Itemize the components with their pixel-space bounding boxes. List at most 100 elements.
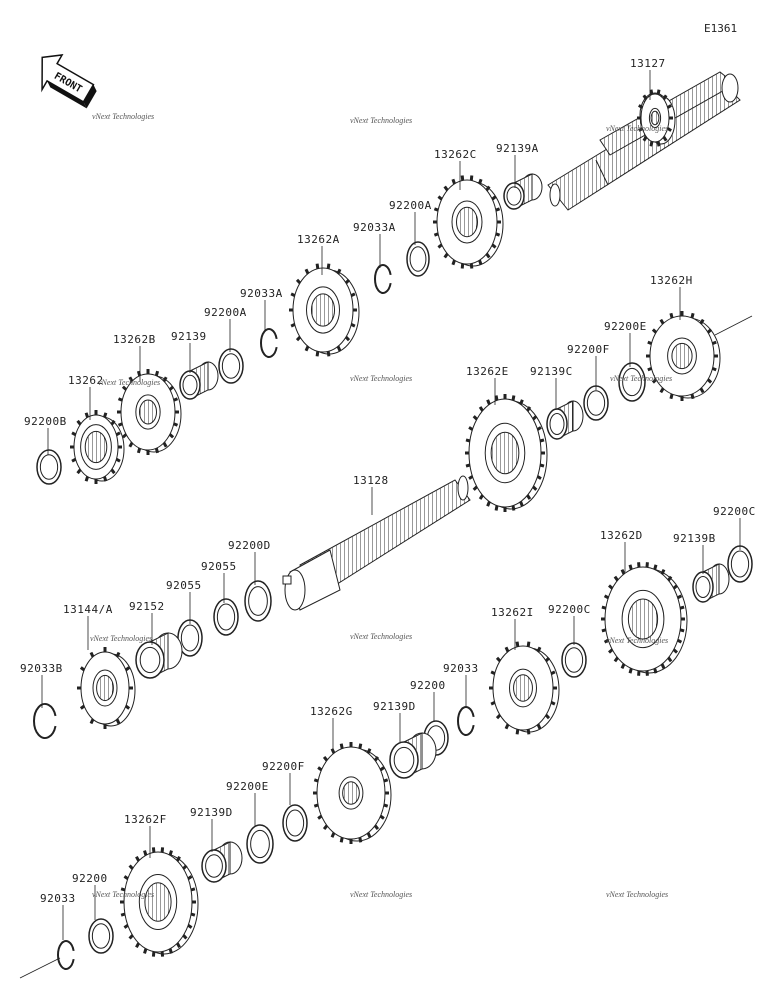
part-label-92055a: 92055 — [201, 560, 237, 573]
gear-teeth — [637, 89, 673, 147]
bearing-bore — [182, 374, 198, 396]
part-label-92139D: 92139D — [373, 700, 416, 713]
washer-inner — [216, 603, 236, 631]
washer-inner — [39, 454, 59, 480]
washer-inner — [91, 923, 111, 949]
gear-spline — [144, 882, 172, 922]
part-label-13127: 13127 — [630, 57, 666, 70]
circlip-ring — [33, 703, 57, 739]
main-shaft-13127 — [547, 71, 741, 211]
circlip-92033-b — [57, 940, 75, 970]
part-label-92152: 92152 — [129, 600, 165, 613]
part-label-92055b: 92055 — [166, 579, 202, 592]
bearing-bore — [506, 186, 522, 206]
washer-92200C-top — [727, 545, 753, 583]
washer-92200A — [218, 348, 244, 384]
watermark: vNext Technologies — [350, 632, 413, 641]
washer-inner — [285, 809, 305, 837]
circlip-92033A — [260, 328, 278, 358]
washer-inner — [409, 246, 427, 272]
washer-92200B — [36, 449, 62, 485]
gear-teeth — [117, 369, 179, 455]
gear-teeth — [77, 647, 133, 729]
part-label-92139A: 92139A — [496, 142, 539, 155]
leader-lines — [41, 70, 741, 940]
gear-spline — [96, 674, 114, 702]
circlip-92033A-top — [374, 264, 392, 294]
guide-line-top — [714, 315, 753, 336]
gear-spline — [138, 399, 158, 425]
gear-13262E — [465, 394, 548, 512]
washer-92200F-top — [583, 385, 609, 421]
part-label-92200B: 92200B — [24, 415, 67, 428]
gear-13262C — [433, 175, 504, 269]
gear-teeth — [433, 175, 501, 269]
part-label-92033: 92033 — [443, 662, 479, 675]
gear-13262D — [601, 562, 688, 676]
gear-spline — [490, 431, 520, 475]
part-label-92139C: 92139C — [530, 365, 573, 378]
gear-teeth — [489, 641, 557, 735]
watermark: vNext Technologies — [350, 116, 413, 125]
circlip-ring — [374, 264, 392, 294]
bearing-92139 — [179, 361, 219, 400]
gear-13262 — [70, 410, 125, 484]
washer-92055b — [177, 619, 203, 657]
gear-spline — [456, 206, 478, 238]
part-label-92200-b: 92200 — [72, 872, 108, 885]
part-label-13262H: 13262H — [650, 274, 693, 287]
watermark: vNext Technologies — [350, 374, 413, 383]
part-label-92200E: 92200E — [226, 780, 269, 793]
washer-92200C — [561, 642, 587, 678]
part-label-92200: 92200 — [410, 679, 446, 692]
bearing-bore — [205, 854, 223, 878]
part-label-92200A: 92200A — [204, 306, 247, 319]
bearing-92139D-b — [201, 841, 243, 883]
watermark: vNext Technologies — [92, 112, 155, 121]
part-label-13262: 13262 — [68, 374, 104, 387]
sprocket-13144A — [77, 647, 136, 729]
part-label-13262F: 13262F — [124, 813, 167, 826]
washer-inner — [248, 586, 268, 616]
gear-13262I — [489, 641, 560, 735]
gear-teeth — [120, 847, 196, 957]
watermark: vNext Technologies — [98, 378, 161, 387]
part-label-92033A: 92033A — [240, 287, 283, 300]
gear-set — [33, 89, 753, 970]
bearing-92139C — [546, 400, 584, 440]
bearing-bore — [393, 746, 415, 774]
part-label-13144A: 13144/A — [63, 603, 113, 616]
bearing-bore — [549, 413, 565, 435]
watermark: vNext Technologies — [606, 124, 669, 133]
gear-spline — [627, 598, 659, 640]
bearing-92139B — [692, 563, 730, 603]
gear-13262G — [313, 742, 392, 844]
part-label-92200D: 92200D — [228, 539, 271, 552]
watermark: vNext Technologies — [606, 636, 669, 645]
gear-13262F — [120, 847, 199, 957]
circlip-ring — [457, 706, 475, 736]
gear-spline — [650, 110, 660, 126]
part-label-13262B: 13262B — [113, 333, 156, 346]
watermark: vNext Technologies — [90, 634, 153, 643]
gear-teeth — [313, 742, 389, 844]
part-label-92200F-top: 92200F — [567, 343, 610, 356]
part-label-92033B: 92033B — [20, 662, 63, 675]
part-label-13128: 13128 — [353, 474, 389, 487]
part-label-92139D-b: 92139D — [190, 806, 233, 819]
washer-inner — [730, 550, 750, 578]
circlip-ring — [57, 940, 75, 970]
gear-13262H — [646, 311, 721, 401]
gear-teeth — [70, 410, 122, 484]
counter-shaft-13128 — [282, 475, 471, 611]
circlip-92033 — [457, 706, 475, 736]
bearing-bore — [139, 646, 161, 674]
part-label-92033A-top: 92033A — [353, 221, 396, 234]
bearing-92139A — [503, 173, 543, 210]
watermark: vNext Technologies — [92, 890, 155, 899]
gear-teeth — [465, 394, 545, 512]
watermark: vNext Technologies — [350, 890, 413, 899]
gear-13262B — [117, 369, 182, 455]
watermark: vNext Technologies — [610, 374, 673, 383]
